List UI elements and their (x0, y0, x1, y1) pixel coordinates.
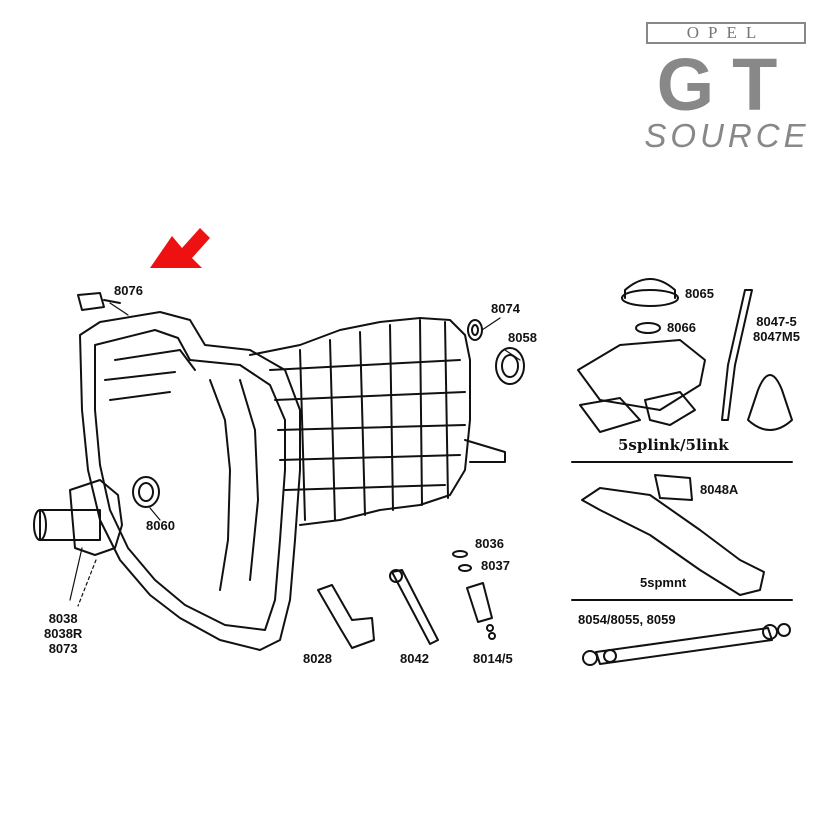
label-8037: 8037 (481, 558, 510, 573)
pointer-arrow (150, 228, 210, 268)
driveshaft (595, 627, 773, 665)
label-8047-group: 8047-5 8047M5 (753, 314, 800, 344)
label-8066: 8066 (667, 320, 696, 335)
boot-8065 (621, 289, 679, 307)
label-8036: 8036 (475, 536, 504, 551)
sensor-8028 (317, 584, 375, 649)
logo-gt-text: GT (656, 43, 796, 126)
bell-housing (79, 311, 301, 651)
label-8038-group: 8038 8038R 8073 (44, 611, 83, 656)
ring-8036 (452, 550, 468, 558)
label-8074: 8074 (491, 301, 520, 316)
seal-8058 (495, 347, 525, 385)
mount-8048A (581, 487, 765, 596)
shift-lever-8047 (721, 289, 753, 421)
ring-8037 (458, 564, 472, 572)
label-8065: 8065 (685, 286, 714, 301)
seal-8060 (132, 476, 160, 508)
ring-8066 (635, 322, 661, 334)
label-8058: 8058 (508, 330, 537, 345)
logo-opel-text: OPEL (646, 22, 806, 44)
switch-8076 (77, 292, 105, 311)
part-8014-5 (466, 582, 493, 623)
label-8028: 8028 (303, 651, 332, 666)
logo-source-text: SOURCE (644, 117, 810, 154)
label-8076: 8076 (114, 283, 143, 298)
label-8060: 8060 (146, 518, 175, 533)
shifter-caption: 5splink/5link (618, 436, 729, 454)
shift-plate (577, 339, 706, 411)
label-8048A: 8048A (700, 482, 739, 497)
label-8042: 8042 (400, 651, 429, 666)
input-shaft (39, 509, 101, 541)
mount-caption: 5spmnt (640, 575, 687, 590)
driveshaft-caption: 8054/8055, 8059 (578, 612, 676, 627)
label-8014-5: 8014/5 (473, 651, 513, 666)
seal-8074 (467, 319, 483, 341)
